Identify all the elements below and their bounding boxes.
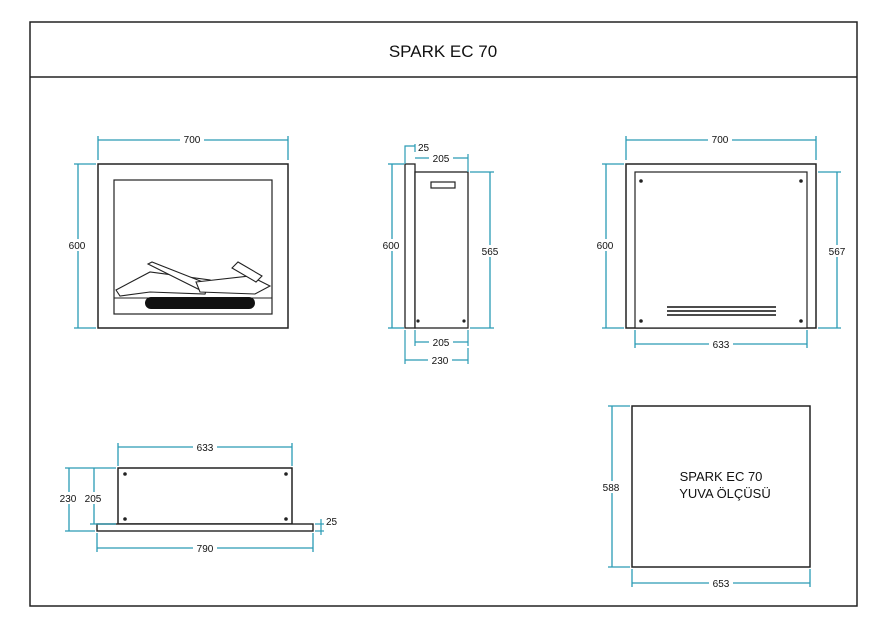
side-bottom-outer-label: 230 bbox=[432, 356, 449, 367]
front-view: 700 600 bbox=[66, 133, 289, 329]
back-inner-panel bbox=[634, 171, 808, 329]
top-width-label-bg bbox=[193, 441, 217, 453]
back-inner-height-label: 567 bbox=[829, 247, 846, 258]
side-top-offset-label: 25 bbox=[418, 143, 430, 154]
side-body bbox=[414, 171, 469, 329]
niche-height-label: 588 bbox=[603, 483, 620, 494]
side-height-outer-label: 600 bbox=[383, 241, 400, 252]
back-inner-height-label-bg bbox=[825, 245, 849, 257]
front-logs bbox=[115, 261, 272, 297]
side-vent-slot bbox=[430, 181, 456, 189]
top-bottom-width-label-bg bbox=[193, 542, 217, 554]
niche-height-label-bg bbox=[600, 481, 624, 493]
side-view: 25 205 600 565 205 bbox=[380, 143, 502, 367]
top-bottom-width-label: 790 bbox=[197, 544, 214, 555]
front-flame-bar bbox=[145, 297, 255, 309]
niche-label-line1: SPARK EC 70 bbox=[680, 469, 763, 484]
top-ledge-label: 25 bbox=[326, 517, 338, 528]
side-bottom-inner-label-bg bbox=[429, 336, 453, 348]
side-height-inner-label-bg bbox=[478, 245, 502, 257]
front-height-label: 600 bbox=[69, 241, 86, 252]
back-bottom-width-label: 633 bbox=[713, 340, 730, 351]
top-view: 633 230 205 790 25 bbox=[57, 441, 338, 555]
back-width-label-bg bbox=[708, 133, 732, 145]
side-bottom-inner-label: 205 bbox=[433, 338, 450, 349]
top-screw bbox=[284, 517, 288, 521]
top-front-plate bbox=[96, 523, 314, 532]
back-screw bbox=[799, 179, 803, 183]
front-width-label-bg bbox=[180, 133, 204, 145]
top-height-outer-label-bg bbox=[57, 492, 79, 504]
side-height-outer-label-bg bbox=[380, 239, 404, 251]
back-screw bbox=[639, 319, 643, 323]
back-height-label-bg bbox=[594, 239, 618, 251]
back-screw bbox=[799, 319, 803, 323]
top-height-inner-label-bg bbox=[82, 492, 104, 504]
niche-width-label-bg bbox=[709, 577, 733, 589]
niche-width-label: 653 bbox=[713, 579, 730, 590]
top-screw bbox=[123, 472, 127, 476]
back-bottom-width-label-bg bbox=[709, 338, 733, 350]
top-screw bbox=[123, 517, 127, 521]
front-height-label-bg bbox=[66, 239, 90, 251]
side-top-offset-dimension bbox=[404, 144, 416, 164]
side-bottom-outer-label-bg bbox=[428, 354, 452, 366]
top-height-outer-label: 230 bbox=[60, 494, 77, 505]
side-height-inner-label: 565 bbox=[482, 247, 499, 258]
top-body bbox=[117, 467, 293, 525]
back-width-label: 700 bbox=[712, 135, 729, 146]
front-width-label: 700 bbox=[184, 135, 201, 146]
back-vent-grille bbox=[667, 306, 776, 316]
side-top-depth-label: 205 bbox=[433, 154, 450, 165]
top-screw bbox=[284, 472, 288, 476]
niche-label-line2: YUVA ÖLÇÜSÜ bbox=[679, 486, 771, 501]
niche-view: SPARK EC 70 YUVA ÖLÇÜSÜ 588 653 bbox=[600, 405, 811, 590]
back-view: 700 600 567 633 bbox=[594, 133, 849, 351]
back-height-label: 600 bbox=[597, 241, 614, 252]
side-front-lip bbox=[404, 163, 416, 329]
top-height-inner-label: 205 bbox=[85, 494, 102, 505]
top-width-label: 633 bbox=[197, 443, 214, 454]
back-screw bbox=[639, 179, 643, 183]
top-ledge-dimension bbox=[315, 519, 324, 535]
side-screw bbox=[462, 319, 466, 323]
sheet-title: SPARK EC 70 bbox=[389, 42, 497, 61]
side-screw bbox=[416, 319, 420, 323]
niche-outline bbox=[631, 405, 811, 568]
side-top-depth-label-bg bbox=[429, 152, 453, 164]
